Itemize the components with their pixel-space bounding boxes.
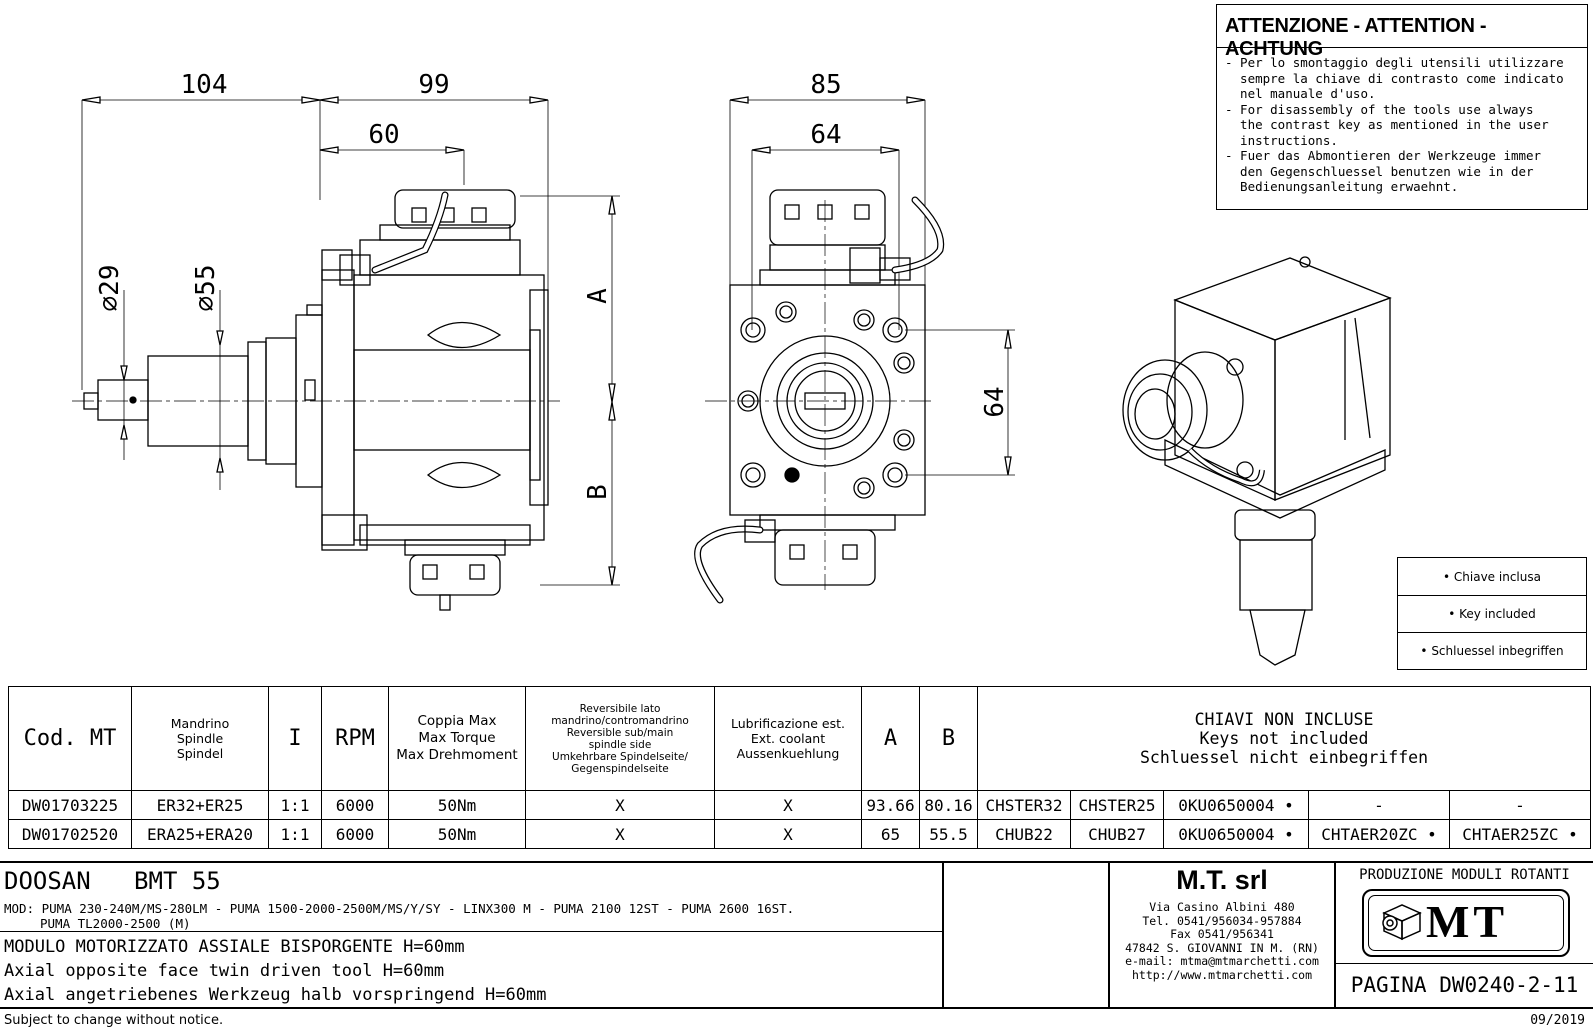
tool-logo-icon	[1382, 904, 1422, 941]
row2-code: DW01702520	[8, 819, 132, 849]
footer-date: 09/2019	[1530, 1013, 1585, 1028]
row2-key1: CHUB22	[977, 819, 1071, 849]
dim-64-side: 64	[980, 386, 1010, 417]
dim-a: A	[583, 288, 613, 304]
table-row: DW01702520 ERA25+ERA20 1:1 6000 50Nm X X…	[8, 819, 1591, 849]
dim-64-top: 64	[810, 120, 841, 150]
header-b: B	[919, 686, 978, 791]
footer-notice: Subject to change without notice.	[4, 1013, 224, 1028]
row1-key3: 0KU0650004 •	[1163, 790, 1309, 820]
technical-drawing: 104 99 60 85 64 64 ⌀29 ⌀55 A B	[72, 70, 1392, 666]
production-label: PRODUZIONE MODULI ROTANTI	[1359, 867, 1570, 883]
table-row: DW01703225 ER32+ER25 1:1 6000 50Nm X X 9…	[8, 790, 1591, 820]
row1-torque: 50Nm	[388, 790, 526, 820]
row2-key4: CHTAER20ZC •	[1308, 819, 1450, 849]
dim-104: 104	[181, 70, 228, 100]
dim-99: 99	[418, 70, 449, 100]
row1-key1: CHSTER32	[977, 790, 1071, 820]
row1-reversible: X	[525, 790, 715, 820]
mod-line-1: MOD: PUMA 230-240M/MS-280LM - PUMA 1500-…	[4, 901, 795, 916]
warning-text: - Per lo smontaggio degli utensili utili…	[1225, 55, 1564, 194]
row2-ratio: 1:1	[268, 819, 322, 849]
model-title: DOOSAN BMT 55	[4, 867, 221, 895]
row2-torque: 50Nm	[388, 819, 526, 849]
logo-text: MT	[1426, 896, 1509, 947]
row1-a: 93.66	[861, 790, 920, 820]
row2-spindle: ERA25+ERA20	[131, 819, 269, 849]
company-logo: MT	[1362, 889, 1570, 957]
row2-key2: CHUB27	[1070, 819, 1164, 849]
row2-rpm: 6000	[321, 819, 389, 849]
warning-box: ATTENZIONE - ATTENTION - ACHTUNG - Per l…	[1216, 4, 1588, 210]
dim-phi29: ⌀29	[95, 265, 125, 312]
header-code: Cod. MT	[8, 686, 132, 791]
row1-key2: CHSTER25	[1070, 790, 1164, 820]
desc-de: Axial angetriebenes Werkzeug halb vorspr…	[4, 985, 547, 1005]
row2-key3: 0KU0650004 •	[1163, 819, 1309, 849]
company-name: M.T. srl	[1176, 865, 1268, 895]
row2-a: 65	[861, 819, 920, 849]
row1-ratio: 1:1	[268, 790, 322, 820]
mod-line-2: PUMA TL2000-2500 (M)	[40, 916, 191, 931]
desc-en: Axial opposite face twin driven tool H=6…	[4, 961, 445, 981]
row1-rpm: 6000	[321, 790, 389, 820]
company-address: Via Casino Albini 480 Tel. 0541/956034-9…	[1125, 900, 1319, 982]
dim-60: 60	[368, 120, 399, 150]
row1-code: DW01703225	[8, 790, 132, 820]
title-block: DOOSAN BMT 55 MOD: PUMA 230-240M/MS-280L…	[0, 861, 1593, 1009]
page-number: PAGINA DW0240-2-11	[1350, 973, 1579, 997]
key-legend-de: • Schluessel inbegriffen	[1397, 632, 1587, 670]
header-a: A	[861, 686, 920, 791]
row2-b: 55.5	[919, 819, 978, 849]
dim-85: 85	[810, 70, 841, 100]
header-ratio: I	[268, 686, 322, 791]
row1-key5: -	[1449, 790, 1591, 820]
row1-b: 80.16	[919, 790, 978, 820]
dim-phi55: ⌀55	[191, 265, 221, 312]
desc-it: MODULO MOTORIZZATO ASSIALE BISPORGENTE H…	[4, 937, 465, 957]
row2-coolant: X	[714, 819, 862, 849]
row1-spindle: ER32+ER25	[131, 790, 269, 820]
row2-reversible: X	[525, 819, 715, 849]
header-rpm: RPM	[321, 686, 389, 791]
key-legend-it: • Chiave inclusa	[1397, 557, 1587, 596]
row2-key5: CHTAER25ZC •	[1449, 819, 1591, 849]
warning-title: ATTENZIONE - ATTENTION - ACHTUNG	[1225, 15, 1487, 60]
row1-key4: -	[1308, 790, 1450, 820]
row1-coolant: X	[714, 790, 862, 820]
dim-b: B	[583, 484, 613, 500]
key-legend-en: • Key included	[1397, 595, 1587, 633]
